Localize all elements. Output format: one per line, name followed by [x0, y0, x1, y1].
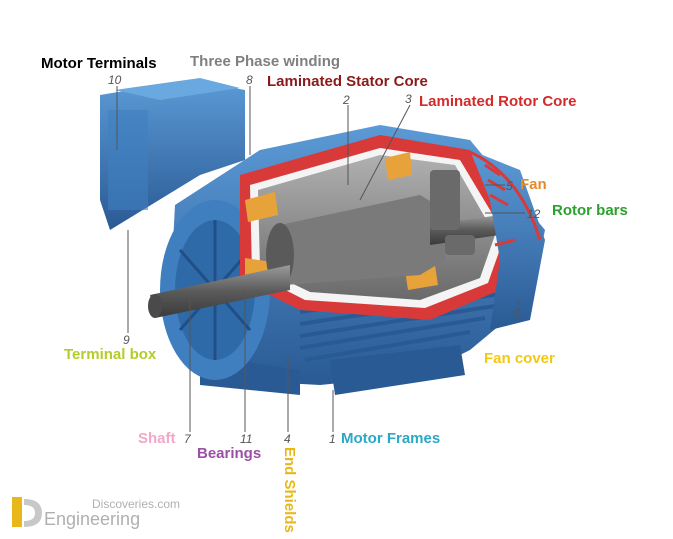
label-end-shields: End Shields [281, 447, 298, 533]
terminal-box-shape [100, 78, 245, 230]
number-12: 12 [527, 207, 541, 221]
label-bearings: Bearings [197, 445, 262, 462]
fan-shape [430, 170, 475, 255]
leader-lines [116, 86, 525, 432]
label-laminated-rotor-core: Laminated Rotor Core [419, 93, 577, 110]
number-6: 6 [514, 306, 521, 320]
label-fan-cover: Fan cover [484, 350, 555, 367]
number-10: 10 [108, 73, 122, 87]
number-5: 5 [506, 179, 513, 193]
label-rotor-bars: Rotor bars [552, 202, 628, 219]
number-9: 9 [123, 333, 130, 347]
number-8: 8 [246, 73, 253, 87]
number-4: 4 [284, 432, 291, 446]
engineering-discoveries-logo [12, 497, 42, 527]
watermark-line1: Discoveries.com [92, 497, 181, 511]
label-fan: Fan [520, 176, 547, 193]
label-shaft: Shaft [138, 430, 176, 447]
label-motor-frames: Motor Frames [341, 430, 441, 447]
label-three-phase-winding: Three Phase winding [190, 53, 341, 70]
watermark-line2: Engineering [44, 509, 141, 529]
number-2: 2 [343, 93, 350, 107]
number-11: 11 [240, 432, 253, 446]
number-1: 1 [329, 432, 336, 446]
number-7: 7 [184, 432, 191, 446]
number-3: 3 [405, 92, 412, 106]
label-motor-terminals: Motor Terminals [41, 55, 157, 72]
label-laminated-stator-core: Laminated Stator Core [267, 73, 428, 90]
label-terminal-box: Terminal box [64, 346, 157, 363]
